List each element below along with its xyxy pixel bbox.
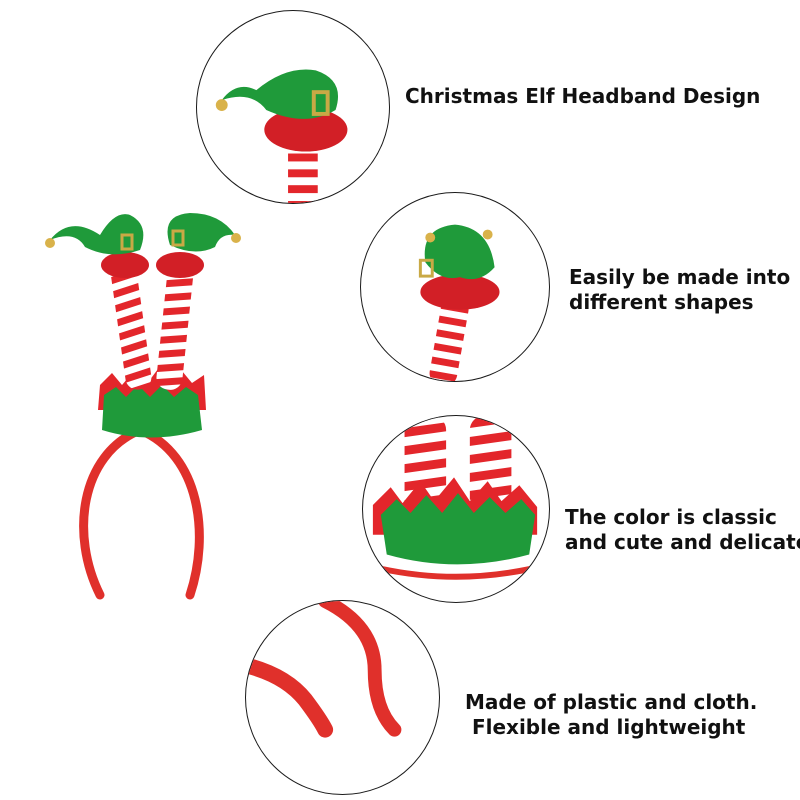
headband-band-end <box>246 657 334 738</box>
jingle-bell-icon <box>482 229 493 240</box>
left-leg-stockings <box>110 260 152 390</box>
jingle-bell-icon <box>45 238 55 248</box>
left-fur-cuff <box>101 252 149 278</box>
elf-shoe-twisted <box>424 224 495 280</box>
fur-cuff <box>264 107 348 152</box>
detail-circle-shapes <box>360 192 550 382</box>
left-elf-shoe <box>50 214 144 255</box>
feature-caption-4: Made of plastic and cloth. Flexible and … <box>465 690 758 739</box>
jingle-bell-icon <box>215 99 228 111</box>
jingle-bell-icon <box>425 232 436 243</box>
right-leg-stockings <box>156 260 194 390</box>
jingle-bell-icon <box>231 233 241 243</box>
felt-collar-green <box>102 385 202 438</box>
headband-band-top <box>318 601 402 737</box>
elf-headband-photo <box>45 213 241 600</box>
felt-collar-green <box>380 493 536 565</box>
elf-shoe <box>221 69 339 119</box>
detail-circle-shoe <box>196 10 390 204</box>
leg-stockings <box>429 297 469 381</box>
feature-caption-2: Easily be made into different shapes <box>569 265 791 314</box>
buckle-icon <box>171 229 185 247</box>
buckle-icon <box>418 258 434 278</box>
detail-circle-collar <box>362 415 550 603</box>
fur-cuff <box>420 274 500 310</box>
buckle-icon <box>311 90 330 116</box>
right-fur-cuff <box>156 252 204 278</box>
headband-arc <box>363 561 549 580</box>
headband-arc <box>79 425 204 600</box>
detail-circle-band <box>245 600 440 795</box>
feature-caption-3: The color is classic and cute and delica… <box>565 505 800 554</box>
buckle-icon <box>120 233 134 251</box>
feature-caption-1: Christmas Elf Headband Design <box>405 84 761 108</box>
